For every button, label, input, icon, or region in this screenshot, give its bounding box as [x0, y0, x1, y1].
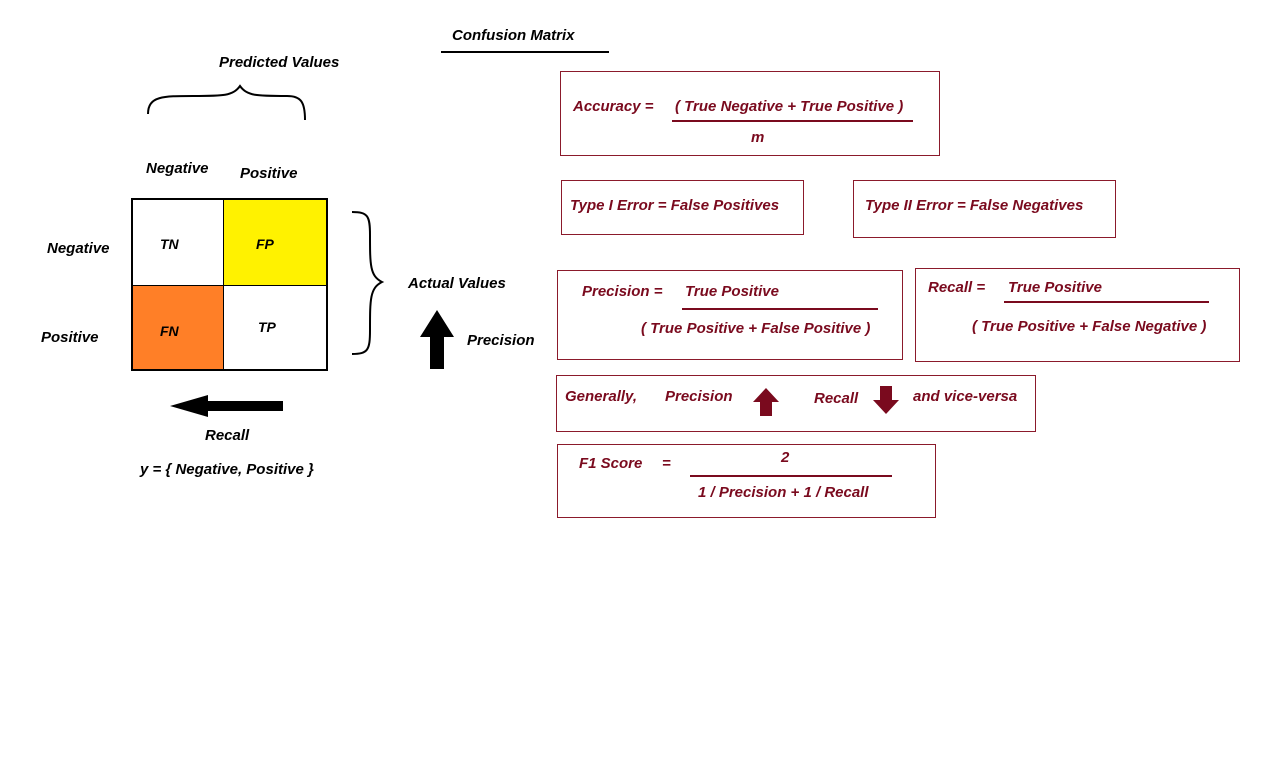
type1-error-box: Type I Error = False Positives — [561, 180, 804, 235]
tradeoff-box: Generally, Precision Recall and vice-ver… — [556, 375, 1036, 432]
accuracy-denominator: m — [751, 129, 765, 146]
tradeoff-precision: Precision — [665, 388, 733, 405]
tradeoff-lead: Generally, — [565, 388, 637, 405]
type2-error-box: Type II Error = False Negatives — [853, 180, 1116, 238]
cell-tn: TN — [131, 198, 224, 286]
actual-values-label: Actual Values — [408, 275, 506, 292]
cell-tn-label: TN — [160, 236, 179, 252]
tradeoff-tail: and vice-versa — [913, 388, 1018, 405]
precision-box: Precision = True Positive ( True Positiv… — [557, 270, 903, 360]
type1-error-text: Type I Error = False Positives — [570, 197, 780, 214]
title-underline — [441, 51, 609, 53]
recall-label: Recall = — [928, 279, 986, 296]
precision-label: Precision = — [582, 283, 663, 300]
recall-box: Recall = True Positive ( True Positive +… — [915, 268, 1240, 362]
col-header-positive: Positive — [240, 165, 298, 182]
row-header-negative: Negative — [47, 240, 110, 257]
cell-tp-label: TP — [258, 319, 276, 335]
accuracy-fraction-bar — [672, 120, 913, 122]
f1-denominator: 1 / Precision + 1 / Recall — [698, 484, 869, 501]
recall-axis-label: Recall — [205, 427, 250, 444]
precision-denominator: ( True Positive + False Positive ) — [641, 320, 871, 337]
recall-denominator: ( True Positive + False Negative ) — [972, 318, 1207, 335]
accuracy-box: Accuracy = ( True Negative + True Positi… — [560, 71, 940, 156]
precision-axis-label: Precision — [467, 332, 535, 349]
f1-label: F1 Score — [579, 455, 643, 472]
accuracy-label: Accuracy = — [573, 98, 654, 115]
type2-error-text: Type II Error = False Negatives — [865, 197, 1084, 214]
cell-fn: FN — [131, 285, 224, 371]
precision-fraction-bar — [682, 308, 878, 310]
predicted-values-label: Predicted Values — [219, 54, 340, 71]
y-definition: y = { Negative, Positive } — [140, 461, 314, 478]
predicted-brace — [147, 84, 306, 121]
cell-fn-label: FN — [160, 323, 179, 339]
left-arrow-icon — [170, 395, 283, 417]
cell-tp: TP — [223, 285, 328, 371]
col-header-negative: Negative — [146, 160, 209, 177]
recall-down-arrow-icon — [873, 386, 899, 414]
precision-numerator: True Positive — [685, 283, 779, 300]
recall-numerator: True Positive — [1008, 279, 1102, 296]
actual-brace — [351, 211, 385, 355]
tradeoff-recall: Recall — [814, 390, 859, 407]
precision-up-arrow-icon — [753, 388, 779, 416]
up-arrow-icon — [420, 310, 454, 369]
page-title: Confusion Matrix — [452, 27, 575, 44]
cell-fp-label: FP — [256, 236, 274, 252]
f1-fraction-bar — [690, 475, 892, 477]
f1-equals: = — [662, 455, 671, 472]
row-header-positive: Positive — [41, 329, 99, 346]
cell-fp: FP — [223, 198, 328, 286]
accuracy-numerator: ( True Negative + True Positive ) — [675, 98, 904, 115]
f1-numerator: 2 — [781, 449, 790, 466]
recall-fraction-bar — [1004, 301, 1209, 303]
f1-box: F1 Score = 2 1 / Precision + 1 / Recall — [557, 444, 936, 518]
